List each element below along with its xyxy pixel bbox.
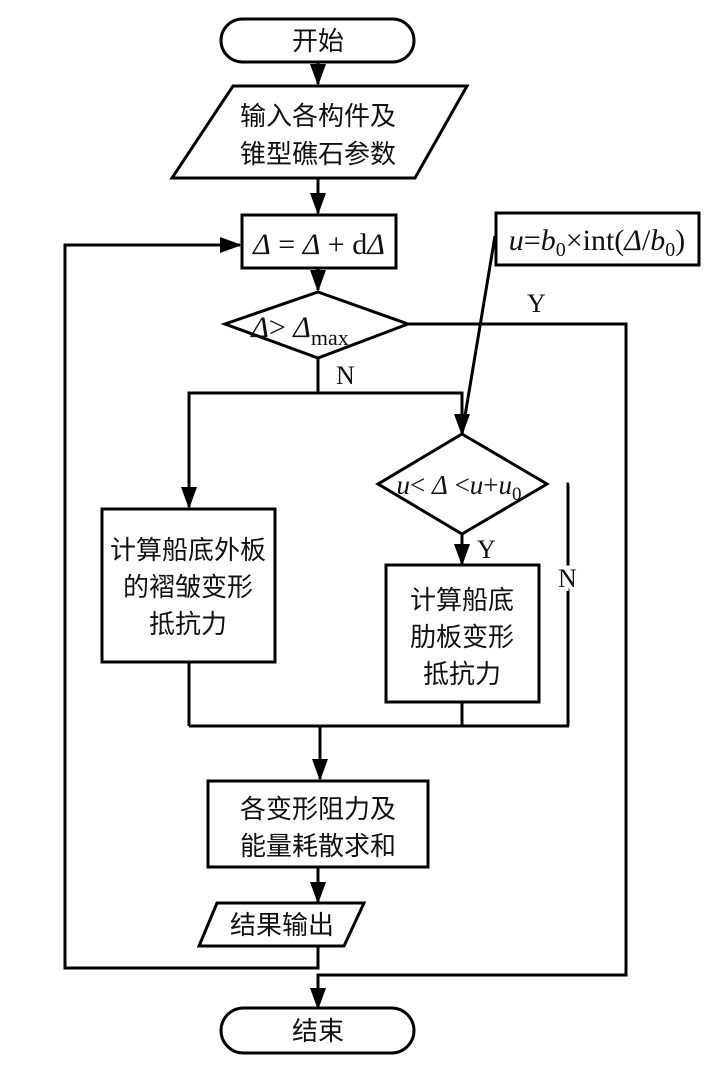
outer-plate-node: 计算船底外板 的褶皱变形 抵抗力 xyxy=(100,507,277,664)
range-u2: u xyxy=(470,470,484,500)
range-lt2: < xyxy=(448,470,470,500)
u-def-int: ×int( xyxy=(566,224,625,257)
outer-line-2: 的褶皱变形 xyxy=(123,573,253,603)
check-max-node: Δ> Δmax xyxy=(220,290,413,360)
floor-plate-node: 计算船底 肋板变形 抵抗力 xyxy=(384,563,541,704)
increment-delta-3: Δ xyxy=(366,228,385,261)
range-lt1: < xyxy=(410,470,432,500)
increment-delta-1: Δ xyxy=(252,228,271,261)
output-node: 结果输出 xyxy=(196,901,367,948)
input-line-2: 锥型礁石参数 xyxy=(240,140,396,170)
label-range-yes: Y xyxy=(477,535,496,564)
u-def-formula: u=b0×int(Δ/b0) xyxy=(509,224,685,261)
edge-no-range xyxy=(318,391,470,436)
output-label: 结果输出 xyxy=(230,911,334,941)
floor-line-1: 计算船底 xyxy=(410,586,514,616)
check-range-formula: u< Δ <u+u0 xyxy=(396,470,521,505)
end-label: 结束 xyxy=(292,1017,344,1047)
range-delta: Δ xyxy=(431,470,448,500)
sum-line-1: 各变形阻力及 xyxy=(240,795,396,825)
edge-no-outer xyxy=(181,391,318,509)
range-u3: u xyxy=(499,470,513,500)
input-line-1: 输入各构件及 xyxy=(240,102,396,132)
range-u1: u xyxy=(396,470,410,500)
end-node: 结束 xyxy=(219,1006,416,1055)
u-def-u: u xyxy=(509,224,524,257)
outer-line-1: 计算船底外板 xyxy=(110,536,266,566)
check-max-delta-2: Δ xyxy=(292,311,311,344)
increment-formula: Δ = Δ + dΔ xyxy=(252,228,385,261)
increment-plus-d: + d xyxy=(320,228,367,261)
u-def-node: u=b0×int(Δ/b0) xyxy=(494,211,701,267)
u-def-close: ) xyxy=(675,224,685,257)
start-node: 开始 xyxy=(219,17,416,64)
edge-output-loop xyxy=(63,237,320,970)
u-def-sub0b: 0 xyxy=(665,239,675,261)
label-max-yes: Y xyxy=(527,289,546,318)
floor-line-2: 肋板变形 xyxy=(410,623,514,653)
u-def-sub0: 0 xyxy=(556,239,566,261)
check-max-sub: max xyxy=(311,325,349,350)
sum-node: 各变形阻力及 能量耗散求和 xyxy=(206,779,430,869)
range-plus: + xyxy=(483,470,498,500)
check-max-gt: > xyxy=(269,311,293,344)
check-range-node: u< Δ <u+u0 xyxy=(375,432,550,536)
start-label: 开始 xyxy=(292,27,344,57)
u-def-eq: = xyxy=(524,224,541,257)
check-max-formula: Δ> Δmax xyxy=(250,311,349,350)
edge-udef-range xyxy=(460,235,497,435)
u-def-delta: Δ xyxy=(623,224,642,257)
label-max-no: N xyxy=(336,361,355,390)
sum-line-2: 能量耗散求和 xyxy=(240,832,396,862)
range-sub0: 0 xyxy=(512,484,522,505)
increment-delta-2: Δ xyxy=(302,228,321,261)
increment-node: Δ = Δ + dΔ xyxy=(240,213,398,270)
outer-line-3: 抵抗力 xyxy=(149,610,227,640)
u-def-slash: / xyxy=(642,224,651,257)
input-node: 输入各构件及 锥型礁石参数 xyxy=(169,84,470,180)
edge-check-yes-end xyxy=(310,322,628,1010)
floor-line-3: 抵抗力 xyxy=(423,660,501,690)
u-def-b2: b xyxy=(650,224,665,257)
label-range-no: N xyxy=(558,564,577,593)
check-max-delta: Δ xyxy=(250,311,269,344)
edge-range-no xyxy=(566,482,570,726)
u-def-b: b xyxy=(541,224,556,257)
increment-eq: = xyxy=(271,228,303,261)
